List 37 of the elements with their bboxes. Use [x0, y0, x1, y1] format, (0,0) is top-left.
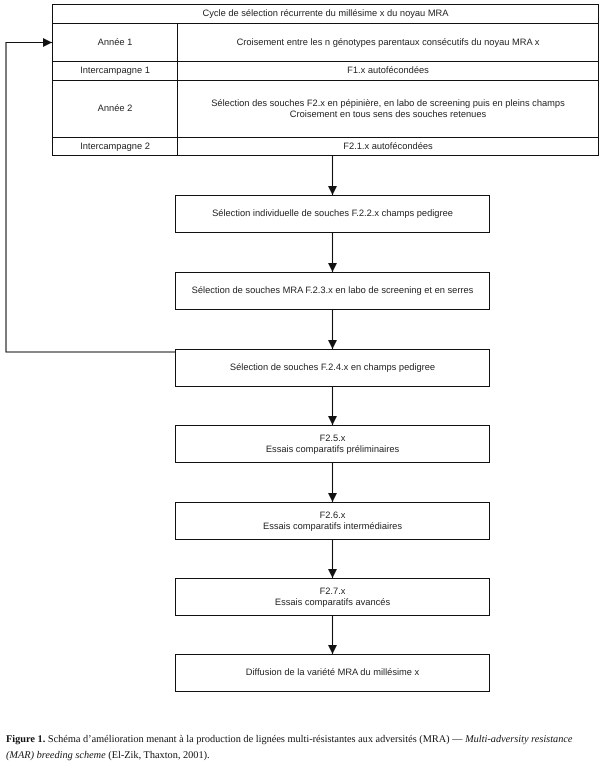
process-box	[175, 195, 490, 233]
table-heading: Cycle de sélection récurrente du millésime x du noyau MRA	[202, 8, 448, 20]
cell-text: F1.x autofécondées	[347, 65, 429, 77]
cell-text: F2.1.x autofécondées	[343, 140, 433, 152]
table	[52, 4, 599, 156]
arrow	[328, 463, 337, 502]
step-text: Essais comparatifs intermédiaires	[263, 521, 402, 532]
cell-text: Année 2	[98, 103, 132, 115]
figure-caption: Figure 1. Schéma d’amélioration menant à la production de lignées multi-résistantes aux adversités (MRA) — Multi-adversity resistance (MAR) breeding scheme (El-Zik, Thaxton, 2001).	[6, 733, 574, 763]
step-text: F2.5.x	[320, 432, 346, 444]
arrow	[328, 616, 337, 654]
process-box	[175, 654, 490, 692]
cell-text: Intercampagne 2	[80, 140, 150, 152]
cell-text: Année 1	[98, 36, 132, 48]
arrow	[5, 38, 175, 353]
step-text: Sélection de souches MRA F.2.3.x en labo de screening et en serres	[192, 285, 474, 297]
process-box	[175, 272, 490, 310]
cell-text: Croisement en tous sens des souches retenues	[290, 109, 486, 120]
cell-text: Sélection des souches F2.x en pépinière, en labo de screening puis en pleins champs	[211, 98, 565, 109]
step-text: Essais comparatifs préliminaires	[266, 444, 400, 456]
step-text: Essais comparatifs avancés	[274, 597, 390, 608]
process-box	[175, 349, 490, 387]
cell-text: Intercampagne 1	[80, 65, 150, 77]
cell-text: Croisement entre les n génotypes parentaux consécutifs du noyau MRA x	[236, 36, 540, 48]
process-box	[175, 578, 490, 616]
arrow	[328, 310, 337, 349]
step-text: Sélection individuelle de souches F.2.2.x champs pedigree	[212, 208, 453, 220]
step-text: Sélection de souches F.2.4.x en champs pedigree	[230, 362, 436, 374]
arrow	[328, 233, 337, 272]
arrow	[328, 156, 337, 195]
step-text: Diffusion de la variété MRA du millésime x	[246, 667, 420, 679]
arrow	[328, 387, 337, 425]
step-text: F2.7.x	[320, 586, 346, 597]
arrow	[328, 540, 337, 578]
step-text: F2.6.x	[320, 510, 346, 521]
process-box	[175, 425, 490, 463]
process-box	[175, 502, 490, 540]
